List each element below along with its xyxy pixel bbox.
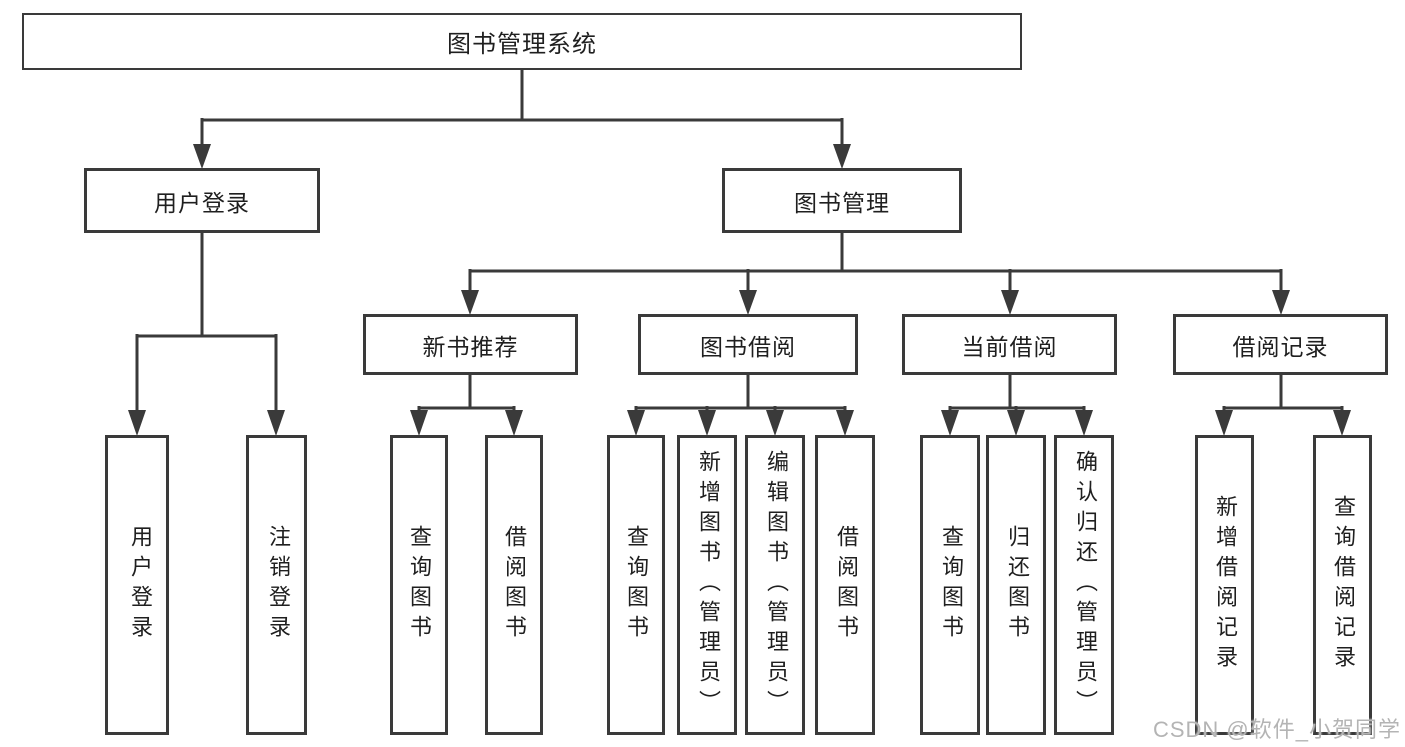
- node-book-management: 图书管理: [722, 168, 962, 233]
- connector-path: [634, 375, 847, 412]
- connector-path: [1222, 375, 1344, 412]
- node-library-system: 图书管理系统: [22, 13, 1022, 70]
- connector-borrowrecords-to-leaves: [1215, 375, 1351, 436]
- node-new-book-recommend: 新书推荐: [363, 314, 578, 375]
- connector-path: [468, 233, 1283, 292]
- arrowhead: [461, 290, 1290, 315]
- leaf-logout: 注销登录: [246, 435, 307, 735]
- leaf-add-books-admin: 新增图书（管理员）: [677, 435, 737, 735]
- leaf-edit-books-admin: 编辑图书（管理员）: [745, 435, 805, 735]
- leaf-confirm-return-admin: 确认归还（管理员）: [1054, 435, 1114, 735]
- connector-root-to-level2: [193, 70, 851, 169]
- arrowhead: [627, 410, 854, 436]
- csdn-watermark: CSDN @软件_小贺同学: [1152, 717, 1401, 742]
- leaf-borrow-books: 借阅图书: [815, 435, 875, 735]
- node-book-borrow: 图书借阅: [638, 314, 858, 375]
- connector-path: [417, 375, 516, 412]
- leaf-query-borrow-record: 查询借阅记录: [1313, 435, 1372, 735]
- arrowhead: [193, 144, 851, 169]
- connector-newbookrec-to-leaves: [410, 375, 523, 436]
- arrowhead: [941, 410, 1093, 436]
- leaf-query-books-recommend: 查询图书: [390, 435, 448, 735]
- arrowhead: [410, 410, 523, 436]
- connector-path: [135, 233, 278, 412]
- node-user-login: 用户登录: [84, 168, 320, 233]
- connector-bookmgmt-to-level3: [461, 233, 1290, 315]
- arrowhead: [128, 410, 285, 436]
- node-current-borrow: 当前借阅: [902, 314, 1117, 375]
- connector-bookborrow-to-leaves: [627, 375, 854, 436]
- arrowhead: [1215, 410, 1351, 436]
- connector-userlogin-to-leaves: [128, 233, 285, 436]
- leaf-query-books-borrow: 查询图书: [607, 435, 665, 735]
- connector-path: [948, 375, 1086, 412]
- connector-currentborrow-to-leaves: [941, 375, 1093, 436]
- leaf-add-borrow-record: 新增借阅记录: [1195, 435, 1254, 735]
- leaf-query-books-current: 查询图书: [920, 435, 980, 735]
- connector-path: [200, 70, 844, 146]
- node-borrow-records: 借阅记录: [1173, 314, 1388, 375]
- leaf-return-books: 归还图书: [986, 435, 1046, 735]
- leaf-borrow-books-recommend: 借阅图书: [485, 435, 543, 735]
- leaf-user-login: 用户登录: [105, 435, 169, 735]
